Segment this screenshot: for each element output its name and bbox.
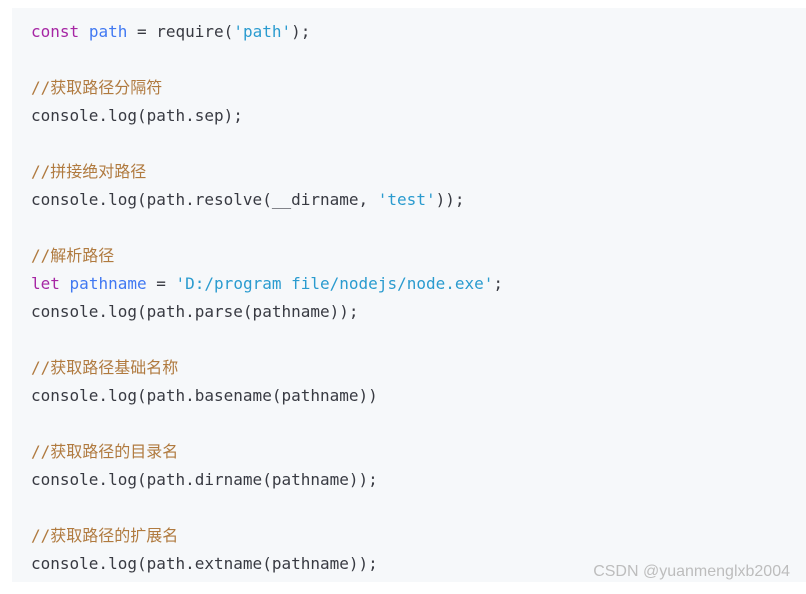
function-require: require( — [156, 22, 234, 41]
code-line-9: //解析路径 — [31, 242, 503, 270]
blank-line — [31, 410, 503, 438]
blank-line — [31, 46, 503, 74]
code-line-13: //获取路径基础名称 — [31, 354, 503, 382]
statement-log-dirname: console.log(path.dirname(pathname)); — [31, 470, 378, 489]
code-line-14: console.log(path.basename(pathname)) — [31, 382, 503, 410]
code-block: const path = require('path'); //获取路径分隔符 … — [12, 8, 806, 582]
statement-log-parse: console.log(path.parse(pathname)); — [31, 302, 359, 321]
blank-line — [31, 214, 503, 242]
code-line-7: console.log(path.resolve(__dirname, 'tes… — [31, 186, 503, 214]
space — [79, 22, 89, 41]
comment-dirname: //获取路径的目录名 — [31, 442, 179, 461]
variable-path: path — [88, 22, 128, 41]
string-node-exe-path: 'D:/program file/nodejs/node.exe' — [175, 274, 494, 293]
code-line-4: console.log(path.sep); — [31, 102, 503, 130]
string-test: 'test' — [377, 190, 436, 209]
statement-log-resolve: console.log(path.resolve(__dirname, — [31, 190, 378, 209]
variable-pathname: pathname — [69, 274, 147, 293]
blank-line — [31, 130, 503, 158]
code-line-3: //获取路径分隔符 — [31, 74, 503, 102]
comment-parse-path: //解析路径 — [31, 246, 115, 265]
keyword-const: const — [31, 22, 80, 41]
comment-extname: //获取路径的扩展名 — [31, 526, 179, 545]
operator-assign: = — [127, 22, 157, 41]
code-line-10: let pathname = 'D:/program file/nodejs/n… — [31, 270, 503, 298]
operator-assign: = — [146, 274, 176, 293]
statement-log-sep: console.log(path.sep); — [31, 106, 243, 125]
code-line-11: console.log(path.parse(pathname)); — [31, 298, 503, 326]
keyword-let: let — [31, 274, 60, 293]
code-lines: const path = require('path'); //获取路径分隔符 … — [31, 18, 503, 578]
code-line-20: console.log(path.extname(pathname)); — [31, 550, 503, 578]
code-line-17: console.log(path.dirname(pathname)); — [31, 466, 503, 494]
code-line-16: //获取路径的目录名 — [31, 438, 503, 466]
punctuation-end: )); — [435, 190, 465, 209]
code-line-19: //获取路径的扩展名 — [31, 522, 503, 550]
csdn-watermark: CSDN @yuanmenglxb2004 — [593, 563, 790, 580]
comment-resolve-path: //拼接绝对路径 — [31, 162, 147, 181]
blank-line — [31, 494, 503, 522]
code-line-6: //拼接绝对路径 — [31, 158, 503, 186]
space — [60, 274, 70, 293]
statement-log-extname: console.log(path.extname(pathname)); — [31, 554, 378, 573]
string-path: 'path' — [233, 22, 292, 41]
statement-log-basename: console.log(path.basename(pathname)) — [31, 386, 378, 405]
comment-basename: //获取路径基础名称 — [31, 358, 179, 377]
punctuation-end: ; — [493, 274, 504, 293]
blank-line — [31, 326, 503, 354]
code-line-1: const path = require('path'); — [31, 18, 503, 46]
comment-get-separator: //获取路径分隔符 — [31, 78, 163, 97]
punctuation-end: ); — [291, 22, 311, 41]
